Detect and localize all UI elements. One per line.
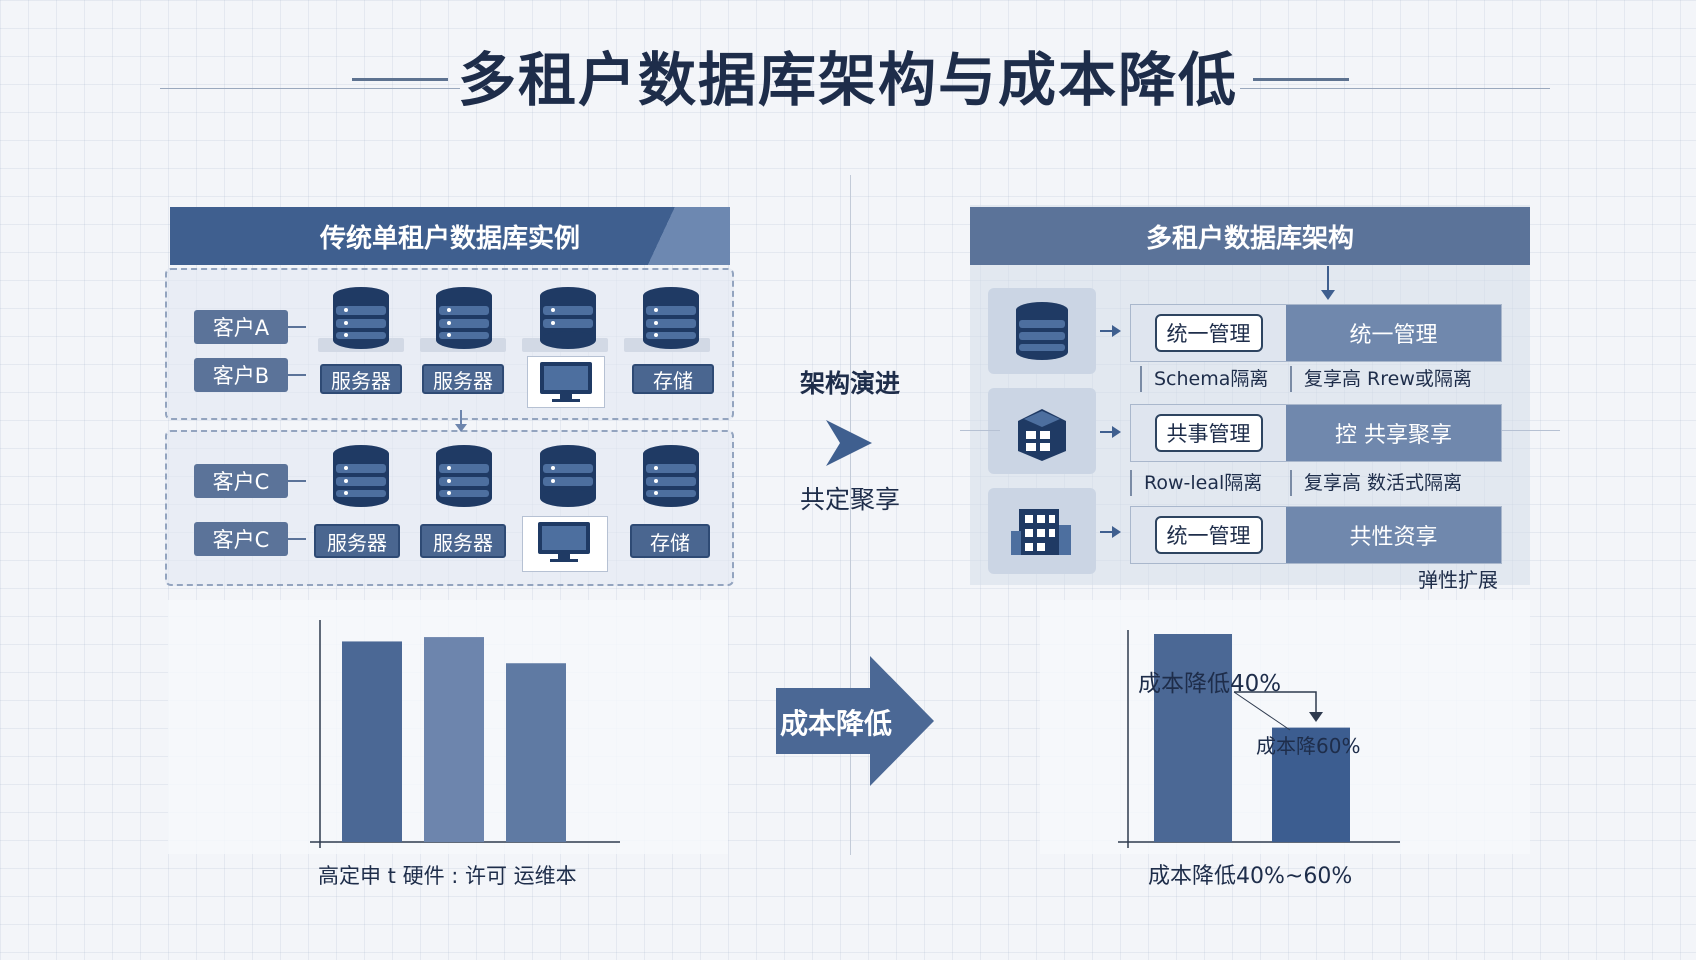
annotation-cost-60: 成本降60%: [1256, 734, 1361, 758]
database-icon: [1016, 302, 1068, 360]
server-label: 服务器: [422, 364, 504, 394]
left-cost-chart: [310, 620, 620, 848]
client-b[interactable]: 客户B: [194, 358, 288, 392]
unified-mgmt-button[interactable]: 统一管理: [1154, 314, 1263, 352]
row1-arrow-icon: [1112, 325, 1121, 337]
right-panel-title: 多租户数据库架构: [1145, 223, 1354, 254]
sub-row-1-right: 复享高 Rrew或隔离: [1290, 366, 1472, 392]
evolution-arrow-icon: [826, 420, 872, 466]
title-rule-right: [1253, 78, 1349, 81]
server-label: 服务器: [314, 524, 400, 558]
grid-rule-right: [1240, 88, 1550, 89]
mgmt-row-3-value: 共性资享: [1286, 507, 1501, 563]
unified-mgmt-button-2[interactable]: 统一管理: [1154, 516, 1263, 554]
client-b-connector: [288, 374, 306, 376]
storage-label: 存储: [632, 364, 714, 394]
mgmt-row-2-value: 控 共享聚享: [1286, 405, 1501, 461]
client-a-connector: [288, 326, 306, 328]
bar-2: [424, 637, 484, 842]
storage-label: 存储: [630, 524, 710, 558]
database-icon: [333, 445, 389, 507]
icon-box-tenant: [988, 388, 1096, 474]
schema-isolation-label: Schema隔离: [1140, 366, 1268, 392]
row-level-isolation-label: Row-leal隔离: [1130, 470, 1262, 496]
monitor-icon: [538, 522, 590, 562]
mgmt-row-1-value: 统一管理: [1286, 305, 1501, 361]
tenant-box-icon: [1018, 409, 1066, 461]
side-tick-right: [1500, 430, 1560, 431]
sub-row-2-right: 复享高 数活式隔离: [1290, 470, 1462, 496]
left-panel-title: 传统单租户数据库实例: [319, 223, 580, 254]
elastic-scaling-label: 弹性扩展: [1418, 568, 1498, 592]
right-chart-xlabel: 成本降低40%~60%: [1148, 864, 1353, 889]
evolution-label: 架构演进: [799, 369, 900, 398]
header-accent: [620, 207, 730, 265]
monitor-icon: [540, 362, 592, 402]
annotation-arrow-line: [1234, 691, 1317, 714]
right-panel-header: 多租户数据库架构: [970, 207, 1530, 265]
shared-mgmt-button[interactable]: 共事管理: [1154, 414, 1263, 452]
page-title: 多租户数据库架构与成本降低: [457, 46, 1238, 114]
bar-3: [506, 663, 566, 842]
center-divider: [850, 175, 851, 855]
building-icon: [1011, 509, 1071, 555]
left-chart-xlabel: 高定申 t 硬件 : 许可 运维本: [318, 864, 577, 888]
mgmt-row-1: 统一管理 统一管理: [1130, 304, 1502, 362]
database-icon: [643, 445, 699, 507]
row2-arrow-icon: [1112, 426, 1121, 438]
cost-arrow-label: 成本降低: [779, 707, 892, 740]
row2-connector: [1100, 431, 1114, 433]
server-label: 服务器: [420, 524, 506, 558]
database-icon: [540, 445, 596, 507]
database-icon: [540, 287, 596, 349]
right-cost-chart: [1118, 630, 1400, 848]
database-icon: [436, 287, 492, 349]
icon-box-building: [988, 488, 1096, 574]
annotation-arrow-icon: [1309, 712, 1323, 722]
mgmt-row-2: 共事管理 控 共享聚享: [1130, 404, 1502, 462]
client-a[interactable]: 客户A: [194, 310, 288, 344]
bar-2: [1272, 727, 1350, 842]
client-c-1[interactable]: 客户C: [194, 464, 288, 498]
database-icon: [333, 287, 389, 349]
icon-box-database: [988, 288, 1096, 374]
database-icon: [643, 287, 699, 349]
side-tick-left: [960, 430, 1000, 431]
group-down-arrow: [455, 410, 467, 432]
server-label: 服务器: [320, 364, 402, 394]
client-c1-connector: [288, 480, 306, 482]
row3-arrow-icon: [1112, 526, 1121, 538]
annotation-cost-40: 成本降低40%: [1138, 671, 1282, 697]
mgmt-row-3: 统一管理 共性资享: [1130, 506, 1502, 564]
bar-1: [1154, 634, 1232, 842]
grid-rule-left: [160, 88, 460, 89]
bar-1: [342, 641, 402, 842]
row1-connector: [1100, 330, 1114, 332]
title-rule-left: [352, 78, 448, 81]
cost-arrow-icon: [776, 656, 934, 786]
shared-label: 共定聚享: [799, 485, 900, 514]
row3-connector: [1100, 531, 1114, 533]
database-icon: [436, 445, 492, 507]
client-c-2[interactable]: 客户C: [194, 522, 288, 556]
header-down-arrow: [1321, 266, 1335, 300]
client-c2-connector: [288, 538, 306, 540]
annotation-diagonal-line: [1233, 691, 1291, 731]
